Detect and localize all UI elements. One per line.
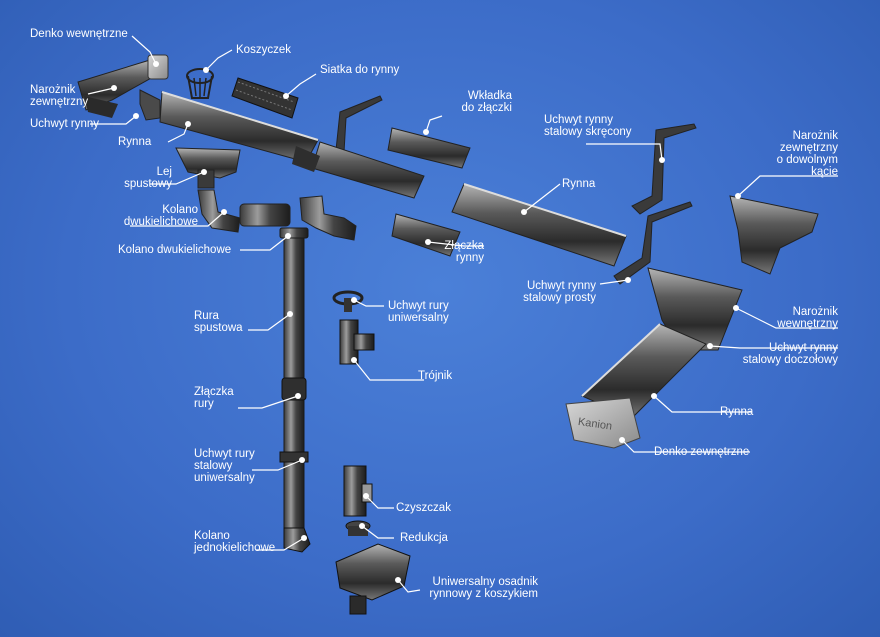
rynna-mid-part [292,141,425,199]
osadnik-part [335,543,411,615]
uchwyt-rynny-stalowy-prosty-part [613,201,693,285]
label-denko-wewnetrzne: Denko wewnętrzne [30,28,128,40]
label-kolano-dwukielichowe-1: Kolano dwukielichowe [123,204,198,228]
label-uchwyt-rynny-stalowy-doczolowy: Uchwyt rynny stalowy doczołowy [742,342,838,366]
label-uchwyt-rury-uniwersalny: Uchwyt rury uniwersalny [388,300,449,324]
label-rynna-2: Rynna [118,136,152,148]
uchwyt-rynny-skrecony-top-part [335,95,383,153]
uchwyt-rury-uniwersalny-part [332,290,364,312]
denko-wewnetrzne-part [147,54,169,80]
naroznik-zewnetrzny-part [77,59,163,118]
wkladka-do-zlaczki-part [387,127,471,169]
label-uchwyt-rynny: Uchwyt rynny [30,118,100,130]
zlaczka-rynny-part [391,213,461,257]
leader-lines [87,35,838,593]
label-uchwyt-rynny-stalowy-prosty: Uchwyt rynny stalowy prosty [523,280,596,304]
brand-logo: Kanion [577,416,613,433]
rynna-1-part [159,91,319,163]
leader-dots [111,61,741,583]
label-denko-zewnetrzne: Denko zewnętrzne [654,446,750,458]
label-siatka-do-rynny: Siatka do rynny [320,64,400,76]
label-uchwyt-rynny-stalowy-skrecony: Uchwyt rynny stalowy skręcony [544,114,632,138]
siatka-do-rynny-part [231,77,299,119]
label-uchwyt-rury-stalowy-uniwersalny: Uchwyt rury stalowy uniwersalny [194,448,255,484]
trojnik-part [339,319,375,365]
uchwyt-rynny-stalowy-skrecony-part [631,123,697,215]
uchwyt-rynny-part [139,89,161,121]
uchwyt-rury-stalowy-part [279,451,309,463]
label-lej-spustowy: Lej spustowy [124,166,172,190]
label-rynna-3: Rynna [720,406,754,418]
label-kolano-jednokielichowe: Kolano jednokielichowe [194,530,276,554]
label-rynna-1: Rynna [562,178,596,190]
label-trojnik: Trójnik [418,370,453,382]
label-koszyczek: Koszyczek [236,44,291,56]
label-naroznik-wewnetrzny: Narożnik wewnętrzny [777,306,838,330]
czyszczak-part [343,465,373,517]
label-wkladka-do-zlaczki: Wkładka do złączki [461,90,513,114]
label-rura-spustowa: Rura spustowa [194,310,243,334]
label-zlaczka-rury: Złączka rury [194,386,234,410]
koszyczek-part [186,68,214,99]
rynna-2-part [451,183,627,267]
label-czyszczak: Czyszczak [396,502,451,514]
denko-zewnetrzne-part: Kanion [565,397,641,449]
label-redukcja: Redukcja [400,532,448,544]
label-uniwersalny-osadnik: Uniwersalny osadnik rynnowy z koszykiem [429,576,538,600]
kolano-dwukielichowe-2-part [299,195,357,241]
redukcja-part [345,520,371,536]
label-zlaczka-rynny: Złączka rynny [444,240,484,264]
kolano-dwukielichowe-1-part [197,189,291,233]
lej-spustowy-part [175,147,241,189]
naroznik-zewnetrzny-kat-part [729,195,819,275]
label-naroznik-zewnetrzny-kat: Narożnik zewnętrzny o dowolnym kącie [776,130,838,178]
zlaczka-rury-part [281,377,307,401]
label-naroznik-zewnetrzny: Narożnik zewnętrzny [30,84,89,108]
label-kolano-dwukielichowe-2: Kolano dwukielichowe [118,244,232,256]
